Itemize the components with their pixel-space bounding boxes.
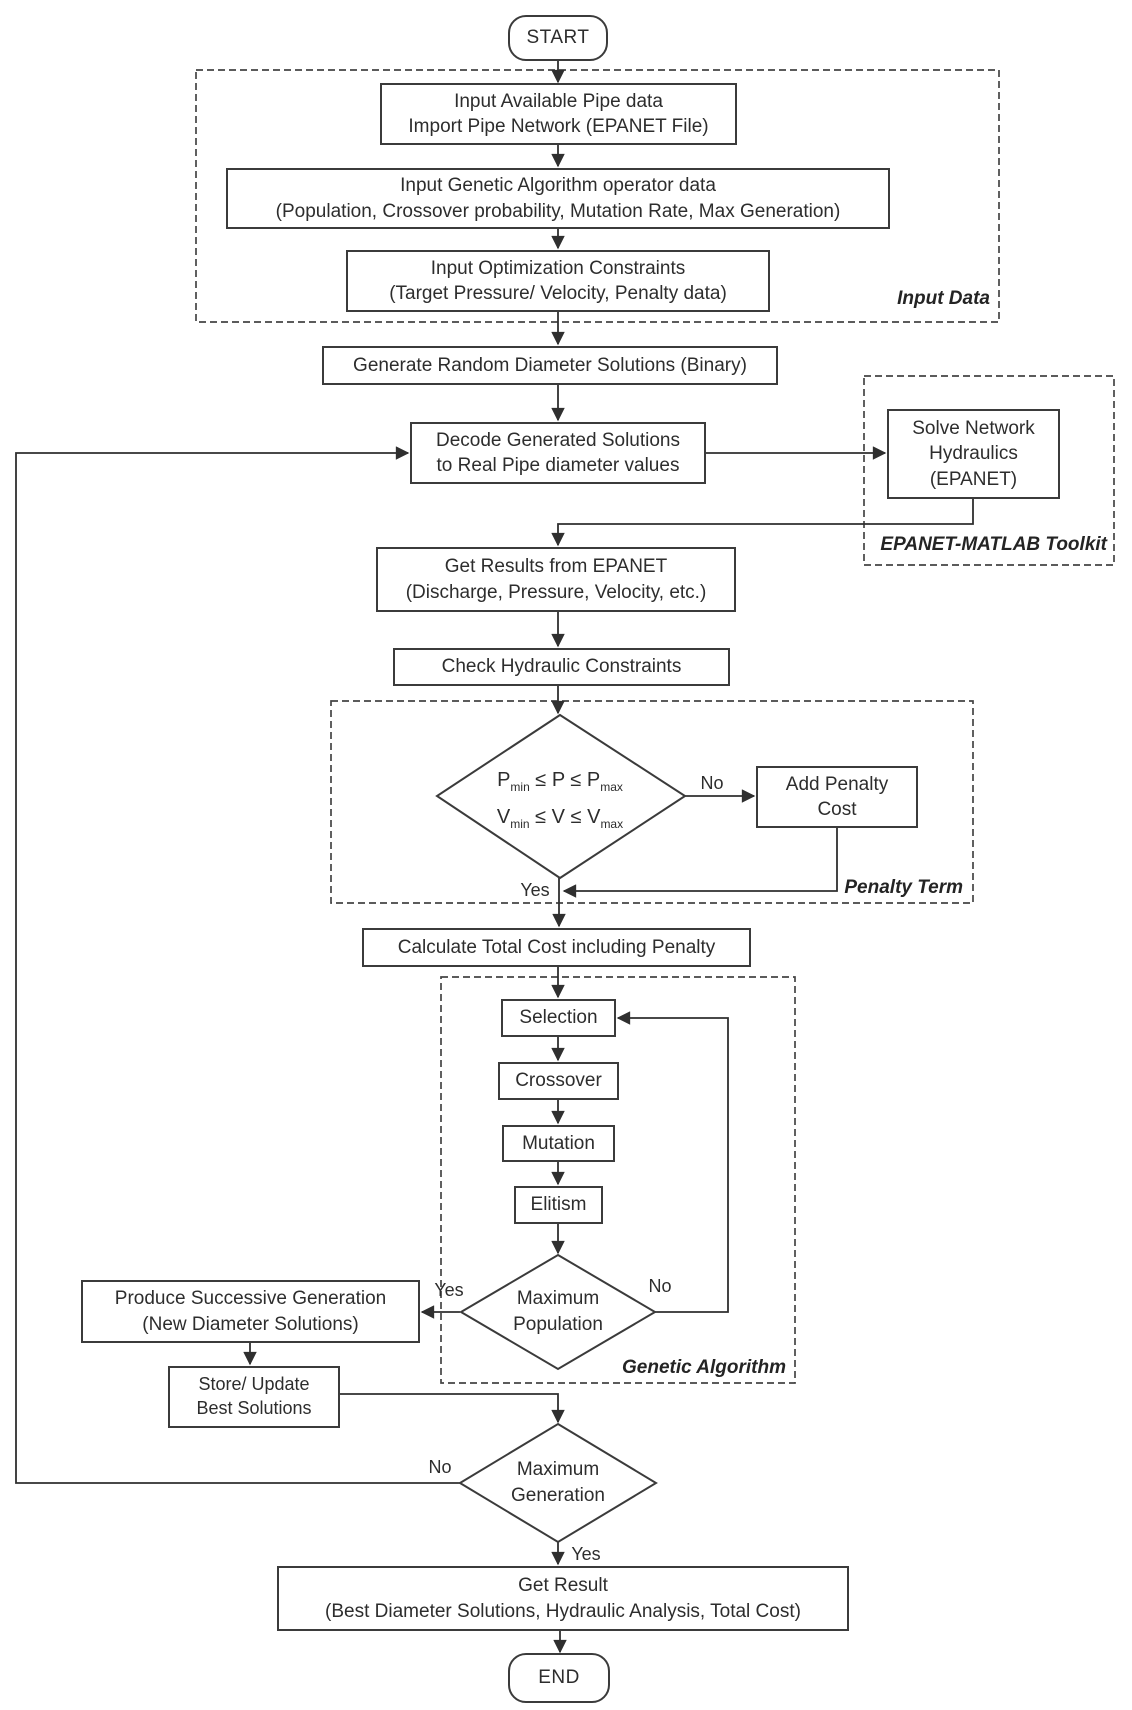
node-line: Input Available Pipe data	[454, 90, 663, 112]
node-line: Calculate Total Cost including Penalty	[397, 936, 716, 958]
arrow-store-to-max-generation	[340, 1393, 565, 1424]
node-generate-random-solutions: Generate Random Diameter Solutions (Bina…	[322, 346, 778, 385]
node-line: Selection	[519, 1007, 598, 1029]
node-line: (Discharge, Pressure, Velocity, etc.)	[405, 581, 707, 603]
start-terminal: START	[508, 15, 608, 61]
node-line: to Real Pipe diameter values	[436, 455, 680, 476]
node-store-update-best-solutions: Store/ Update Best Solutions	[168, 1366, 340, 1428]
node-elitism: Elitism	[514, 1186, 603, 1224]
node-line: Produce Successive Generation	[114, 1288, 387, 1310]
node-solve-network-hydraulics: Solve Network Hydraulics (EPANET)	[887, 409, 1060, 499]
edge-label-max-population-no: No	[648, 1276, 672, 1296]
edge-label-constraints-no: No	[700, 773, 724, 793]
arrow-add-penalty-return	[562, 828, 838, 898]
decision-line: Generation	[510, 1484, 605, 1506]
edge-label-constraints-yes: Yes	[520, 880, 550, 900]
node-line: (Best Diameter Solutions, Hydraulic Anal…	[325, 1600, 801, 1622]
arrow-max-generation-no-feedback-to-decode	[15, 446, 460, 1484]
end-label: END	[538, 1667, 580, 1689]
node-line: (Population, Crossover probability, Muta…	[275, 200, 841, 222]
node-line: Hydraulics	[929, 443, 1018, 465]
node-line: Get Result	[518, 1575, 608, 1597]
group-box-genetic-algorithm	[440, 976, 796, 1384]
node-line: Add Penalty	[785, 773, 889, 795]
node-check-hydraulic-constraints: Check Hydraulic Constraints	[393, 648, 730, 686]
group-label-input-data: Input Data	[897, 288, 990, 309]
node-line: Crossover	[515, 1070, 602, 1092]
start-label: START	[526, 27, 590, 49]
edge-label-max-generation-no: No	[428, 1457, 452, 1477]
edge-label-max-generation-yes: Yes	[571, 1544, 601, 1564]
node-line: Import Pipe Network (EPANET File)	[408, 116, 709, 137]
decision-line: Pmin ≤ P ≤ Pmax	[497, 769, 623, 794]
node-line: Input Optimization Constraints	[430, 257, 686, 279]
decision-line: Maximum	[516, 1459, 600, 1480]
group-label-penalty-term: Penalty Term	[844, 877, 963, 898]
node-line: Store/ Update	[198, 1374, 310, 1395]
decision-line: Vmin ≤ V ≤ Vmax	[496, 805, 624, 831]
node-selection: Selection	[501, 999, 616, 1037]
decision-text-hydraulic-constraints: Pmin ≤ P ≤ Pmax Vmin ≤ V ≤ Vmax	[440, 762, 680, 835]
node-line: Elitism	[530, 1194, 587, 1216]
decision-diamond-max-population	[459, 1253, 657, 1371]
node-line: Mutation	[522, 1132, 595, 1154]
node-line: Input Genetic Algorithm operator data	[400, 175, 716, 197]
node-produce-successive-generation: Produce Successive Generation (New Diame…	[81, 1280, 420, 1343]
node-get-result: Get Result (Best Diameter Solutions, Hyd…	[277, 1566, 849, 1631]
group-box-penalty-term	[330, 700, 974, 904]
group-label-genetic-algorithm: Genetic Algorithm	[622, 1357, 786, 1378]
node-line: Get Results from EPANET	[444, 556, 668, 578]
node-calculate-total-cost: Calculate Total Cost including Penalty	[362, 928, 751, 967]
node-mutation: Mutation	[502, 1125, 615, 1162]
node-line: (EPANET)	[929, 468, 1018, 490]
decision-line: Maximum	[516, 1288, 600, 1309]
node-line: Solve Network	[912, 418, 1035, 440]
decision-line: Population	[513, 1313, 603, 1335]
decision-diamond-hydraulic-constraints	[435, 713, 687, 880]
node-input-ga-operator-data: Input Genetic Algorithm operator data (P…	[226, 168, 890, 229]
node-input-optimization-constraints: Input Optimization Constraints (Target P…	[346, 250, 770, 312]
node-get-results-from-epanet: Get Results from EPANET (Discharge, Pres…	[376, 547, 736, 612]
arrow-max-population-no-loop-to-selection	[616, 1011, 729, 1313]
node-line: Decode Generated Solutions	[436, 429, 680, 451]
edge-label-max-population-yes: Yes	[434, 1280, 464, 1300]
group-label-epanet-toolkit: EPANET-MATLAB Toolkit	[880, 534, 1107, 555]
node-crossover: Crossover	[498, 1062, 619, 1100]
node-decode-solutions: Decode Generated Solutions to Real Pipe …	[410, 422, 706, 484]
group-box-epanet-toolkit	[863, 375, 1115, 566]
node-line: Cost	[817, 799, 857, 820]
decision-text-max-population: Maximum Population	[478, 1286, 638, 1337]
decision-diamond-max-generation	[458, 1422, 658, 1544]
node-line: Check Hydraulic Constraints	[441, 656, 682, 678]
decision-text-max-generation: Maximum Generation	[478, 1457, 638, 1508]
node-line: (Target Pressure/ Velocity, Penalty data…	[389, 283, 727, 304]
node-input-pipe-data: Input Available Pipe data Import Pipe Ne…	[380, 83, 737, 145]
node-line: Best Solutions	[196, 1398, 312, 1418]
node-line: (New Diameter Solutions)	[142, 1313, 359, 1335]
group-box-input-data	[195, 69, 1000, 323]
arrow-solve-to-get-results	[551, 499, 974, 547]
node-line: Generate Random Diameter Solutions (Bina…	[353, 354, 747, 376]
end-terminal: END	[508, 1653, 610, 1703]
node-add-penalty-cost: Add Penalty Cost	[756, 766, 918, 828]
